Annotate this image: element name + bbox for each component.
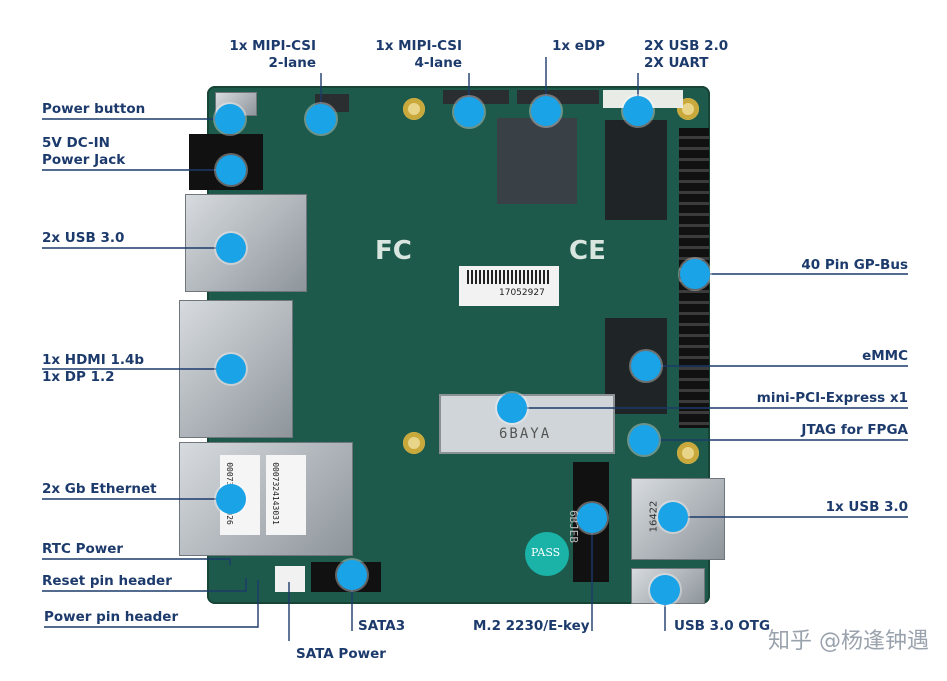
- marker-edp: [531, 96, 561, 126]
- label-usb20-line2: 2X UART: [644, 55, 709, 71]
- marker-usb30-right: [658, 502, 688, 532]
- label-gpbus: 40 Pin GP-Bus: [801, 257, 908, 273]
- marker-ethernet: [216, 484, 246, 514]
- watermark: 知乎 @杨逢钟遇: [768, 629, 929, 654]
- soc-chip: [497, 118, 577, 204]
- label-emmc: eMMC: [862, 348, 908, 364]
- marker-gpbus: [680, 259, 710, 289]
- marker-usb-otg: [650, 575, 680, 605]
- marker-hdmi: [216, 354, 246, 384]
- eth-sticker: 0007324143031: [266, 455, 306, 535]
- mounting-hole: [677, 442, 699, 464]
- barcode-bars: [467, 270, 551, 284]
- marker-power-button: [215, 104, 245, 134]
- sata-power-part: [275, 566, 305, 592]
- mounting-hole: [403, 432, 425, 454]
- marker-sata3: [337, 560, 367, 590]
- label-power-header: Power pin header: [44, 609, 179, 625]
- marker-mipi4: [454, 97, 484, 127]
- label-usb30-right: 1x USB 3.0: [825, 499, 908, 515]
- label-sata3: SATA3: [358, 618, 406, 634]
- barcode-text: 17052927: [499, 288, 545, 298]
- label-sata-power: SATA Power: [296, 646, 386, 662]
- marker-usb20: [623, 96, 653, 126]
- pcb-board: 0007324143026 0007324143031 17052927 FC …: [179, 86, 725, 604]
- label-hdmi: 1x HDMI 1.4b 1x DP 1.2: [42, 352, 144, 386]
- label-usb-otg: USB 3.0 OTG: [674, 618, 771, 634]
- label-dc-in: 5V DC-IN Power Jack: [42, 135, 125, 169]
- marker-mini-pcie: [497, 393, 527, 423]
- pass-badge: PASS: [525, 532, 569, 576]
- label-edp: 1x eDP: [552, 38, 606, 54]
- label-reset-header: Reset pin header: [42, 573, 172, 589]
- label-usb30-left: 2x USB 3.0: [42, 230, 125, 246]
- leader-power-header: [44, 580, 259, 628]
- ram-chip: [605, 120, 667, 220]
- ce-mark: CE: [569, 236, 606, 266]
- barcode-label: 17052927: [459, 266, 559, 306]
- label-mipi2-line2: 2-lane: [268, 55, 316, 71]
- label-dc-in-line1: 5V DC-IN: [42, 135, 110, 151]
- marker-jtag: [629, 425, 659, 455]
- label-usb20: 2X USB 2.0 2X UART: [644, 38, 728, 72]
- label-ethernet: 2x Gb Ethernet: [42, 481, 157, 497]
- label-mipi4-line2: 4-lane: [414, 55, 462, 71]
- leader-rtc: [42, 558, 231, 565]
- label-hdmi-line1: 1x HDMI 1.4b: [42, 352, 145, 368]
- label-usb20-line1: 2X USB 2.0: [644, 38, 729, 54]
- marker-mipi2: [306, 104, 336, 134]
- fcc-mark: FC: [375, 236, 412, 266]
- label-mipi4: 1x MIPI-CSI 4-lane: [366, 38, 462, 72]
- marker-m2: [577, 503, 607, 533]
- marker-emmc: [631, 351, 661, 381]
- label-jtag: JTAG for FPGA: [801, 422, 908, 438]
- mounting-hole: [403, 98, 425, 120]
- label-dc-in-line2: Power Jack: [42, 152, 126, 168]
- mini-pcie-slot: 6BAYA: [439, 394, 615, 454]
- label-mipi2-line1: 1x MIPI-CSI: [229, 38, 316, 54]
- leader-reset: [42, 578, 247, 592]
- pass-badge-text: PASS: [531, 546, 561, 559]
- label-mini-pcie: mini-PCI-Express x1: [756, 390, 908, 406]
- slot-marking: 6BAYA: [499, 426, 552, 442]
- label-m2: M.2 2230/E-key: [473, 618, 590, 634]
- label-hdmi-line2: 1x DP 1.2: [42, 369, 115, 385]
- label-rtc-power: RTC Power: [42, 541, 124, 557]
- marker-usb30-left: [216, 233, 246, 263]
- usb30-stack-part: [185, 194, 307, 292]
- label-mipi4-line1: 1x MIPI-CSI: [375, 38, 462, 54]
- marker-dc-jack: [216, 155, 246, 185]
- label-mipi2: 1x MIPI-CSI 2-lane: [220, 38, 316, 72]
- label-power-button: Power button: [42, 101, 146, 117]
